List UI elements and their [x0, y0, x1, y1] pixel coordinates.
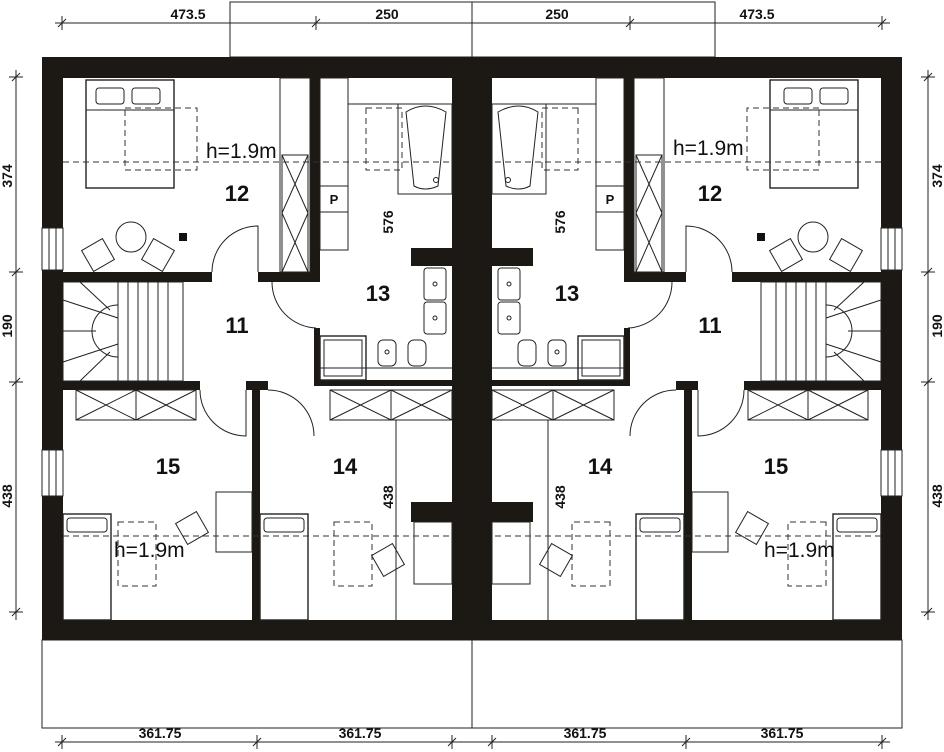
dormer-outline-right — [471, 1, 716, 58]
dim-bottom-4: 361.75 — [761, 725, 804, 741]
room-left-12: 12 — [225, 181, 249, 206]
terrace-outline-left — [41, 639, 473, 729]
dim-inner-576-right: 576 — [552, 210, 568, 234]
dim-bottom-1: 361.75 — [139, 725, 182, 741]
room-left-11: 11 — [225, 313, 248, 338]
room-left-13: 13 — [366, 281, 390, 306]
room-right-12: 12 — [698, 181, 722, 206]
room-left-14: 14 — [333, 454, 358, 479]
dim-inner-438-right: 438 — [552, 485, 568, 509]
dim-top-3: 250 — [545, 6, 569, 22]
room-right-15: 15 — [764, 454, 788, 479]
dormer-outline-left — [229, 1, 473, 58]
dim-bottom-2: 361.75 — [339, 725, 382, 741]
dim-top-1: 473.5 — [170, 6, 205, 22]
height-label-right-bottom: h=1.9m — [764, 539, 835, 562]
dimension-lines — [9, 16, 935, 749]
left-unit-furniture: P — [62, 77, 453, 621]
dim-right-2: 190 — [929, 314, 944, 338]
pantry-mark-left: P — [330, 192, 339, 207]
height-label-right-top: h=1.9m — [673, 137, 744, 160]
right-unit-furniture — [491, 77, 882, 621]
dim-left-2: 190 — [0, 314, 15, 338]
room-right-14: 14 — [588, 454, 613, 479]
height-label-left-top: h=1.9m — [206, 140, 277, 163]
windows — [41, 227, 903, 497]
height-label-left-bottom: h=1.9m — [114, 539, 185, 562]
pantry-mark-right: P — [606, 192, 615, 207]
dim-left-1: 374 — [0, 164, 15, 188]
dim-inner-576-left: 576 — [380, 210, 396, 234]
dim-left-3: 438 — [0, 484, 15, 508]
dim-bottom-3: 361.75 — [564, 725, 607, 741]
room-right-13: 13 — [555, 281, 579, 306]
dim-top-2: 250 — [375, 6, 399, 22]
terrace-outline-right — [471, 639, 903, 729]
room-left-15: 15 — [156, 454, 180, 479]
dim-right-1: 374 — [929, 164, 944, 188]
room-right-11: 11 — [698, 313, 721, 338]
dim-right-3: 438 — [929, 484, 944, 508]
dim-top-4: 473.5 — [739, 6, 774, 22]
dim-inner-438-left: 438 — [380, 485, 396, 509]
